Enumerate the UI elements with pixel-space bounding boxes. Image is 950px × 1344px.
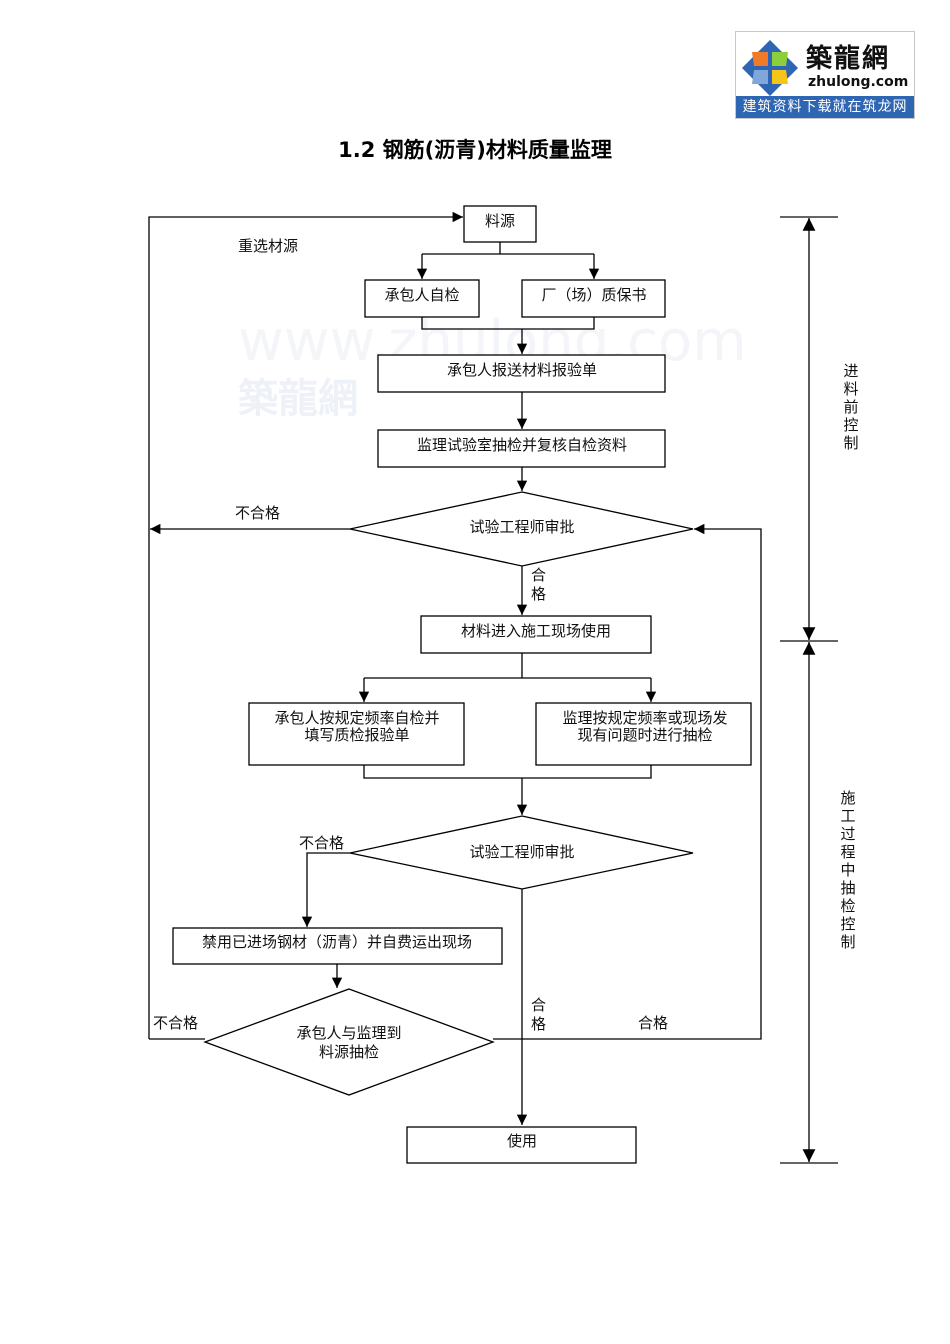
phase-pre-entry-char: 前 xyxy=(843,398,858,416)
label-fail1: 不合格 xyxy=(235,504,280,522)
logo-brand-cn: 築龍網 xyxy=(806,44,891,74)
phase-pre-entry-char: 料 xyxy=(843,380,858,398)
phase-construction-char: 施 xyxy=(840,789,855,807)
node-use xyxy=(406,1126,637,1164)
label-pass2-a: 合 xyxy=(531,996,546,1014)
split-line-1 xyxy=(422,242,594,255)
phase-construction-char: 过 xyxy=(840,825,855,843)
node-enter-site-label: 材料进入施工现场使用 xyxy=(461,622,611,640)
phase-construction-char: 检 xyxy=(840,897,855,915)
node-contractor-freq-line1: 承包人按规定频率自检并 xyxy=(274,709,439,727)
label-pass1-a: 合 xyxy=(531,566,546,584)
node-supervisor-freq-line2: 现有问题时进行抽检 xyxy=(577,726,712,744)
decision-source-check xyxy=(203,988,495,1096)
logo-brand-en: zhulong.com xyxy=(808,74,909,90)
label-pass1-b: 格 xyxy=(531,585,546,603)
node-factory-cert xyxy=(521,279,666,318)
phase-construction-char: 程 xyxy=(840,843,855,861)
decision-source-check-line2: 料源抽检 xyxy=(319,1043,379,1061)
zhulong-logo-icon xyxy=(742,40,798,96)
phase-pre-entry-char: 制 xyxy=(843,434,858,452)
phase-construction-label: 施 工 过 程 中 抽 检 控 制 xyxy=(840,789,855,951)
node-submit-form-label: 承包人报送材料报验单 xyxy=(447,361,597,379)
label-reselect: 重选材源 xyxy=(238,237,298,255)
node-self-check xyxy=(364,279,480,318)
phase-pre-entry-char: 控 xyxy=(843,416,858,434)
label-fail2: 不合格 xyxy=(299,834,344,852)
logo-slogan: 建筑资料下载就在筑龙网 xyxy=(736,96,914,118)
node-source-label: 料源 xyxy=(485,212,515,230)
node-use-label: 使用 xyxy=(507,1132,537,1150)
decision-approve1-label: 试验工程师审批 xyxy=(469,518,574,536)
phase-pre-entry-char: 进 xyxy=(843,362,858,380)
reselect-loop-line xyxy=(148,211,463,1039)
phase-construction-char: 控 xyxy=(840,915,855,933)
zhulong-logo: 築龍網 zhulong.com 建筑资料下载就在筑龙网 xyxy=(735,31,915,119)
pass3-loop-line xyxy=(493,523,762,1040)
node-source xyxy=(463,205,537,243)
node-ban xyxy=(172,927,503,965)
phase-pre-entry-label: 进 料 前 控 制 xyxy=(843,362,858,452)
merge-line-2 xyxy=(363,765,652,779)
phase-construction-char: 工 xyxy=(840,807,855,825)
page-title: 1.2 钢筋(沥青)材料质量监理 xyxy=(338,138,612,162)
node-self-check-label: 承包人自检 xyxy=(384,286,459,304)
node-contractor-freq-line2: 填写质检报验单 xyxy=(304,726,409,744)
node-factory-cert-label: 厂（场）质保书 xyxy=(541,286,646,304)
watermark-brand: 築龍網 xyxy=(238,375,358,422)
decision-approve2-label: 试验工程师审批 xyxy=(469,843,574,861)
decision-source-check-line1: 承包人与监理到 xyxy=(296,1024,401,1042)
node-submit-form xyxy=(377,354,666,393)
node-supervisor-freq-line1: 监理按规定频率或现场发 xyxy=(562,709,727,727)
node-contractor-freq xyxy=(248,702,465,766)
label-pass2-b: 格 xyxy=(531,1015,546,1033)
label-pass3: 合格 xyxy=(638,1014,668,1032)
split-line-2 xyxy=(364,653,651,679)
node-supervisor-freq xyxy=(535,702,752,766)
phase-construction-char: 中 xyxy=(840,861,855,879)
label-fail3: 不合格 xyxy=(153,1014,198,1032)
phase-construction-char: 抽 xyxy=(840,879,855,897)
node-ban-label: 禁用已进场钢材（沥青）并自费运出现场 xyxy=(202,933,472,951)
phase-tick-lines xyxy=(780,216,838,1164)
phase-construction-char: 制 xyxy=(840,933,855,951)
fail2-arrow xyxy=(301,852,350,927)
merge-line-1 xyxy=(421,317,595,330)
node-lab-check-label: 监理试验室抽检并复核自检资料 xyxy=(417,436,627,454)
node-enter-site xyxy=(420,615,652,654)
node-lab-check xyxy=(377,429,666,468)
